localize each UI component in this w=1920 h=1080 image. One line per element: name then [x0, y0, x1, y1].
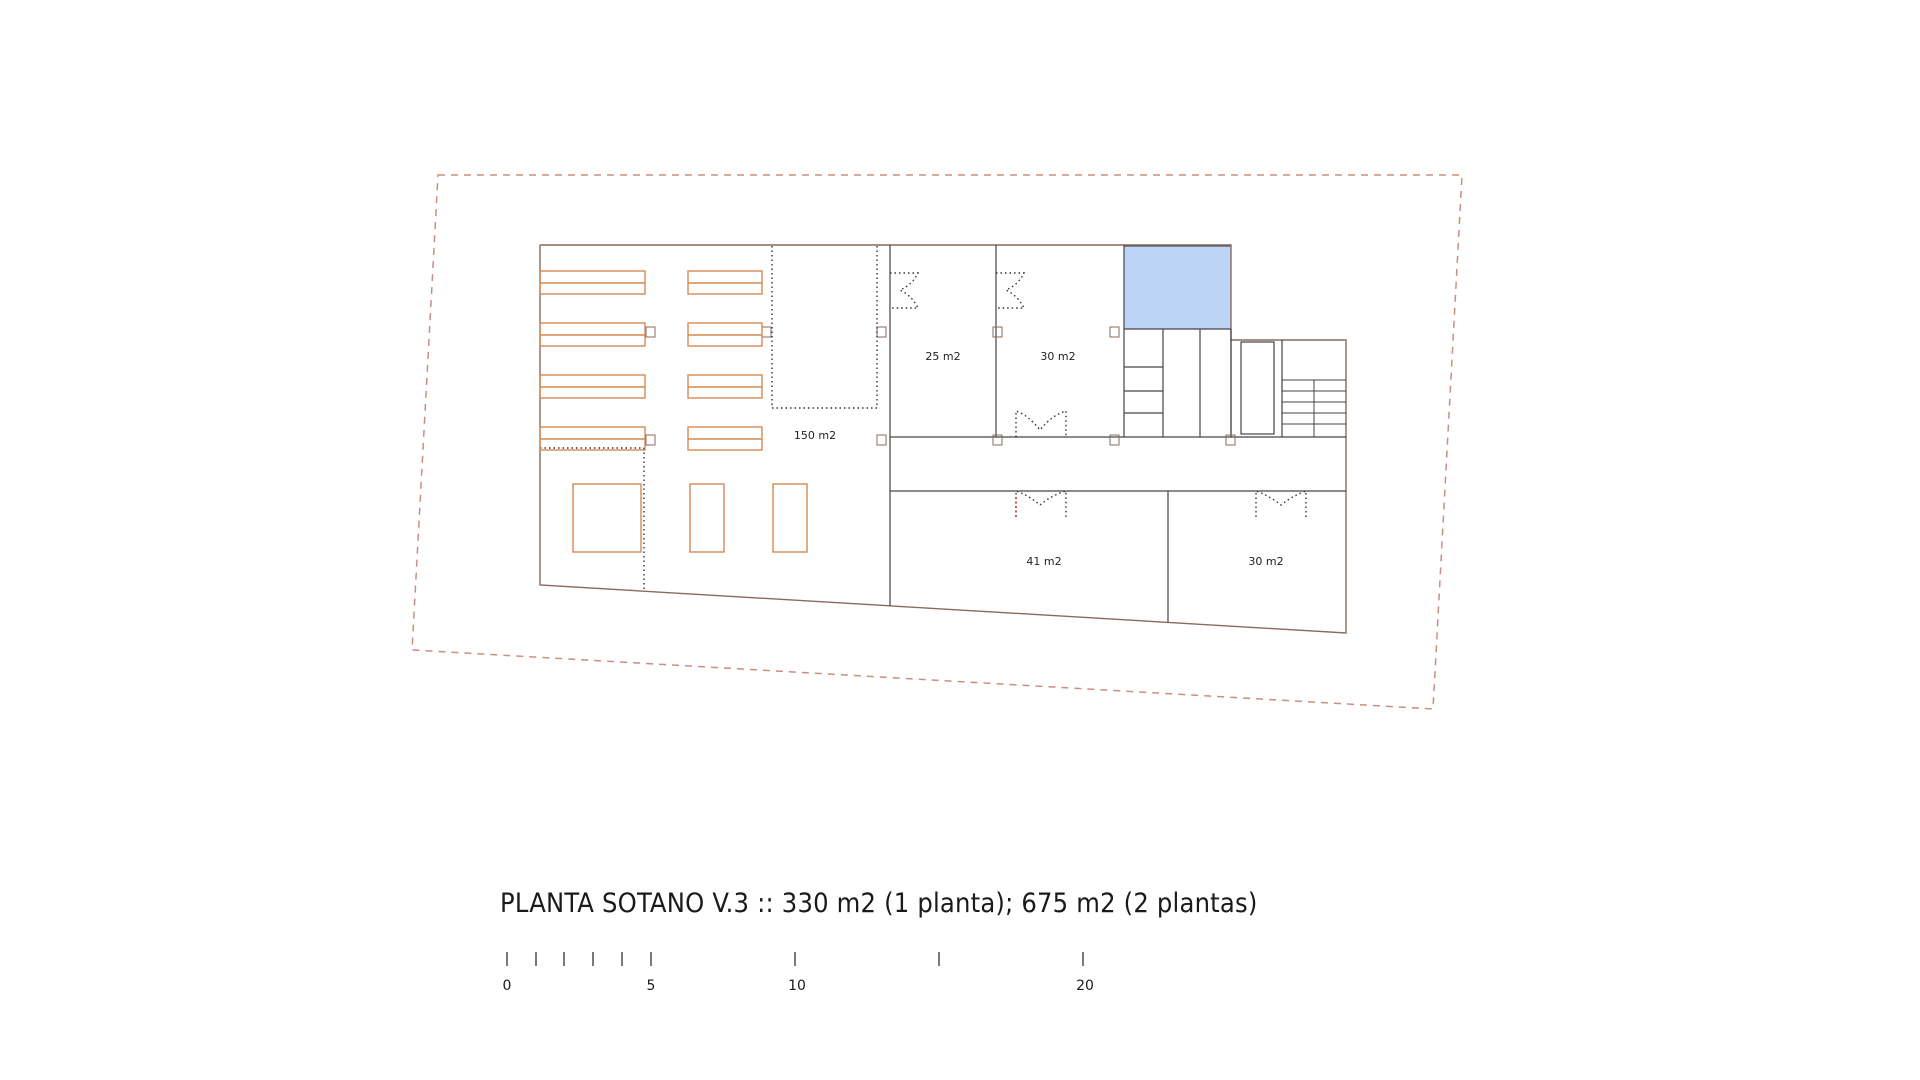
door-swings [890, 272, 1307, 517]
furniture [539, 270, 808, 553]
scale-label-5: 5 [647, 978, 656, 994]
elevator-shaft [1240, 341, 1275, 435]
label-main-hall: 150 m2 [794, 429, 836, 442]
interior-walls [889, 245, 1346, 622]
scale-label-10: 10 [788, 978, 806, 994]
dotted-zones [540, 246, 878, 592]
scale-label-20: 20 [1076, 978, 1094, 994]
building-outline [539, 244, 1347, 634]
stairs [1282, 379, 1346, 437]
highlighted-room [1123, 245, 1232, 330]
scale-label-0: 0 [503, 978, 512, 994]
label-room-c: 41 m2 [1026, 555, 1061, 568]
label-room-b: 30 m2 [1040, 350, 1075, 363]
label-room-d: 30 m2 [1248, 555, 1283, 568]
label-room-a: 25 m2 [925, 350, 960, 363]
scale-bar [506, 952, 1084, 966]
plot-boundary [411, 174, 1463, 710]
plan-title: PLANTA SOTANO V.3 :: 330 m2 (1 planta); … [500, 888, 1258, 919]
